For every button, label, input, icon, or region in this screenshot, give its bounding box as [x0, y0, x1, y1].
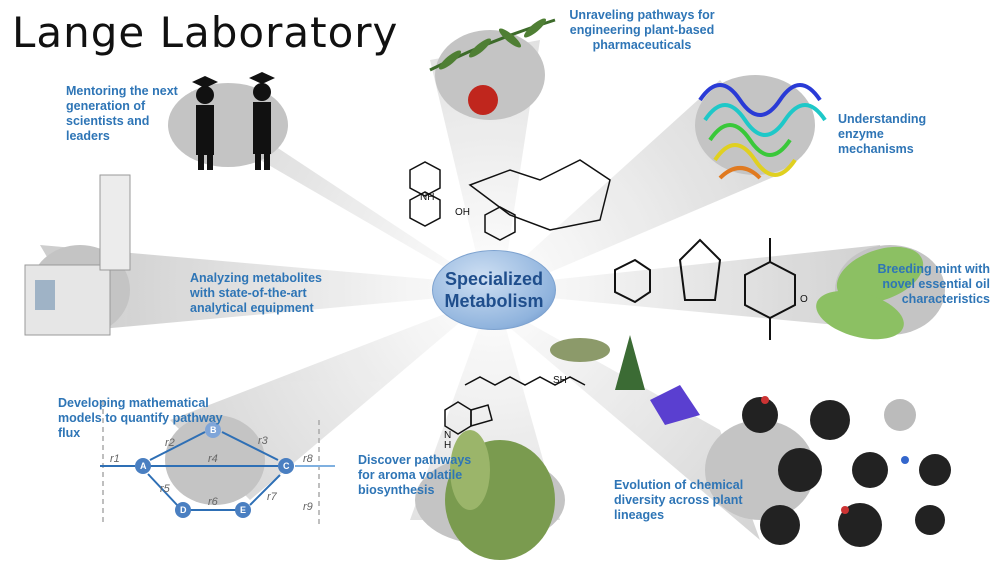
chem-label-h: H — [444, 440, 451, 451]
reaction-r5: r5 — [160, 483, 171, 495]
chem-label-nh: NH — [420, 192, 434, 203]
reaction-r7: r7 — [267, 491, 278, 503]
graduates-image — [192, 72, 275, 170]
topic-pharmaceuticals: Unraveling pathways for engineering plan… — [569, 8, 715, 52]
reaction-r8: r8 — [303, 453, 314, 465]
node-d-label: D — [180, 505, 187, 515]
mass-spectrometer-image — [24, 174, 131, 336]
chem-label-o: O — [800, 294, 808, 305]
topic-aroma-volatiles: Discover pathways for aroma volatile bio… — [358, 453, 472, 497]
mint-chemical-structures — [614, 238, 796, 340]
protein-structure-image — [698, 83, 827, 180]
node-e — [235, 502, 251, 518]
topic-pathway-flux: Developing mathematical models to quanti… — [58, 396, 223, 440]
center-topic-specialized-metabolism: Specialized Metabolism — [432, 250, 556, 330]
topic-chemical-diversity: Evolution of chemical diversity across p… — [614, 478, 744, 522]
node-c-label: C — [283, 461, 290, 471]
reaction-r4: r4 — [208, 453, 218, 465]
chem-label-oh: OH — [455, 207, 470, 218]
reaction-r2: r2 — [165, 437, 175, 449]
node-a-label: A — [140, 461, 147, 471]
topic-analyzing-metabolites: Analyzing metabolites with state-of-the-… — [190, 271, 322, 315]
reaction-r1: r1 — [110, 453, 120, 465]
flux-nodes: A B C D E r1 r2 r3 r4 r5 r6 r7 r8 r9 — [110, 422, 314, 518]
chem-label-sh: SH — [553, 375, 567, 386]
center-line-2: Metabolism — [444, 291, 544, 311]
node-b-label: B — [210, 425, 217, 435]
pharma-plant-image — [429, 18, 556, 115]
node-c — [278, 458, 294, 474]
chem-label-n: N — [444, 430, 451, 441]
node-a — [135, 458, 151, 474]
reaction-r6: r6 — [208, 496, 219, 508]
aroma-chemical-structures — [444, 376, 586, 435]
ray-metabolites — [40, 245, 440, 330]
node-e-label: E — [240, 505, 246, 515]
center-line-1: Specialized — [444, 269, 544, 289]
cannabis-image — [445, 430, 555, 560]
topic-mentoring: Mentoring the next generation of scienti… — [66, 84, 178, 143]
molecule-models-image — [742, 396, 951, 547]
node-d — [175, 502, 191, 518]
node-b — [205, 422, 221, 438]
taxol-structure — [409, 159, 611, 241]
reaction-r3: r3 — [258, 435, 269, 447]
mint-leaves-image — [816, 246, 924, 340]
reaction-r9: r9 — [303, 501, 313, 513]
ray-evolution — [510, 318, 760, 540]
page-title: Lange Laboratory — [12, 8, 399, 57]
topic-enzyme-mechanisms: Understanding enzyme mechanisms — [838, 112, 927, 156]
ray-mint — [550, 245, 890, 330]
topic-breeding-mint: Breeding mint with novel essential oil c… — [877, 262, 991, 306]
plant-lineage-images — [550, 335, 700, 425]
flux-network-diagram — [100, 400, 335, 525]
